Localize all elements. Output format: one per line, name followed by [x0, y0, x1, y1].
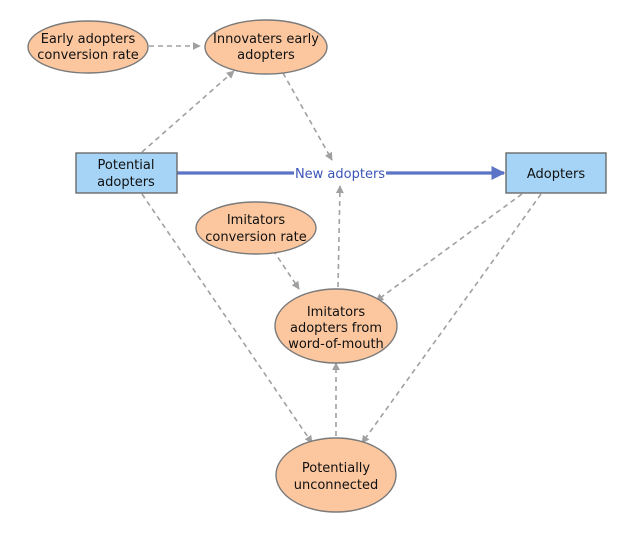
- link-adopters-to-imitators-adopters[interactable]: [375, 193, 523, 302]
- node-imitators-conversion-rate[interactable]: Imitators conversion rate: [195, 201, 317, 255]
- flow-label-background: [294, 164, 386, 182]
- node-shape: [275, 437, 397, 513]
- stock-label-line1: Potential: [98, 158, 155, 173]
- node-shape: [204, 19, 328, 75]
- node-shape: [195, 201, 317, 255]
- node-label-line1: Imitators: [307, 305, 366, 320]
- stock-adopters[interactable]: Adopters: [505, 152, 607, 194]
- node-shape: [274, 288, 398, 364]
- link-potential-to-innovators[interactable]: [141, 70, 235, 153]
- node-label-line1: Early adopters: [41, 32, 136, 47]
- node-shape: [27, 20, 149, 74]
- stock-label: Adopters: [527, 167, 586, 182]
- flow-label: New adopters: [295, 167, 385, 182]
- link-innovators-to-flow[interactable]: [282, 72, 333, 161]
- stock-shape: [505, 152, 607, 194]
- node-label-line1: Imitators: [227, 213, 286, 228]
- node-label-line2: adopters from: [290, 321, 382, 336]
- link-adopters-to-unconnected[interactable]: [361, 193, 542, 444]
- links: [141, 42, 542, 444]
- node-label-line2: unconnected: [294, 478, 379, 493]
- node-potentially-unconnected[interactable]: Potentially unconnected: [275, 437, 397, 513]
- stock-potential-adopters[interactable]: Potential adopters: [75, 152, 178, 194]
- node-label-line1: Innovaters early: [213, 32, 319, 47]
- node-early-adopters-conversion-rate[interactable]: Early adopters conversion rate: [27, 20, 149, 74]
- node-label-line2: conversion rate: [205, 230, 307, 245]
- stock-shape: [75, 152, 178, 194]
- node-label-line1: Potentially: [302, 461, 371, 476]
- node-label-line2: conversion rate: [37, 48, 139, 63]
- node-label-line3: word-of-mouth: [288, 337, 384, 352]
- link-imitators-adopters-to-flow[interactable]: [335, 185, 344, 288]
- link-imitators-rate-to-imitators-adopters[interactable]: [272, 249, 300, 290]
- node-label-line2: adopters: [237, 48, 295, 63]
- node-imitators-adopters-from-word-of-mouth[interactable]: Imitators adopters from word-of-mouth: [274, 288, 398, 364]
- flow-new-adopters[interactable]: New adopters: [177, 164, 506, 182]
- node-innovaters-early-adopters[interactable]: Innovaters early adopters: [204, 19, 328, 75]
- stock-label-line2: adopters: [97, 175, 155, 190]
